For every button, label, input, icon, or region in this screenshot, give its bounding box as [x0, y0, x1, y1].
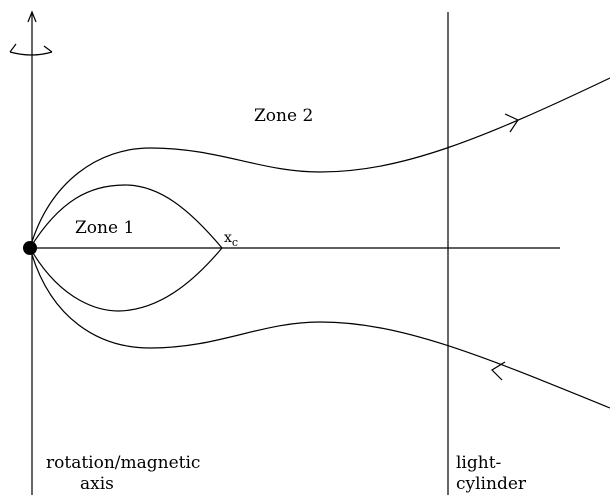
neutron-star-dot [23, 241, 37, 255]
axis-arrow-head [27, 10, 37, 23]
arrow-outgoing [504, 113, 519, 133]
light-cylinder-label-line1: light- [456, 453, 501, 473]
rotation-arrow-right [43, 45, 53, 53]
rotation-axis-label-line1: rotation/magnetic [46, 453, 200, 473]
zone1-label: Zone 1 [75, 218, 134, 238]
zone2-label: Zone 2 [254, 106, 313, 126]
xc-subscript: c [232, 236, 238, 249]
open-field-line-upper [29, 77, 610, 249]
open-field-line-lower [29, 247, 610, 409]
closed-field-line-lower [29, 247, 223, 312]
closed-field-line-upper [29, 184, 223, 249]
rotation-arc [9, 51, 53, 56]
rotation-arrow-left [9, 43, 17, 53]
arrow-incoming [491, 361, 506, 381]
light-cylinder-label-line2: cylinder [456, 474, 527, 494]
rotation-axis-label-line2: axis [80, 474, 114, 494]
xc-label: xc [224, 230, 238, 249]
xc-main: x [224, 230, 232, 246]
